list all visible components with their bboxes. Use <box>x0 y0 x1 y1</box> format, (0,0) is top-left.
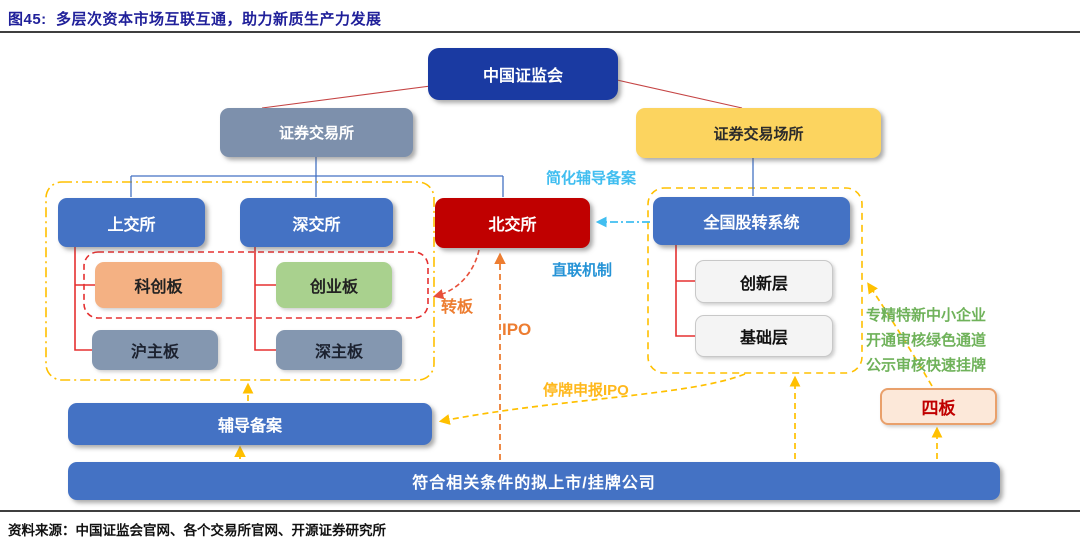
node-star-board: 科创板 <box>95 262 222 308</box>
edge-label-simplified-guidance-filing: 简化辅导备案 <box>546 170 637 187</box>
node-sh-main-board: 沪主板 <box>92 330 218 370</box>
group-border-exchange-boards <box>45 181 435 381</box>
edge-exchanges-tree <box>130 157 504 197</box>
node-csrc: 中国证监会 <box>428 48 618 100</box>
source-divider <box>0 510 1080 512</box>
node-fourth-board: 四板 <box>880 388 997 425</box>
edge-csrc-exchanges <box>261 83 447 109</box>
node-sz-main-board: 深主板 <box>276 330 402 370</box>
node-chinext-board: 创业板 <box>276 262 392 308</box>
title-divider <box>0 31 1080 33</box>
node-base-tier: 基础层 <box>695 315 833 357</box>
annotation-green-channel-line3: 公示审核快速挂牌 <box>866 357 987 374</box>
node-qualified-companies: 符合相关条件的拟上市/挂牌公司 <box>68 462 1000 500</box>
node-sse: 上交所 <box>58 198 205 247</box>
node-neeq: 全国股转系统 <box>653 197 850 245</box>
node-stock-exchanges: 证券交易所 <box>220 108 413 157</box>
edge-label-board-transfer: 转板 <box>441 299 474 316</box>
edge-sse-boards <box>74 247 95 351</box>
edge-label-direct-link-mechanism: 直联机制 <box>552 262 613 279</box>
node-bse: 北交所 <box>435 198 590 248</box>
group-border-neeq <box>647 187 863 374</box>
edge-neeq-guidance-suspend-ipo <box>438 373 746 425</box>
node-innovation-tier: 创新层 <box>695 260 833 303</box>
edge-label-suspend-and-apply-ipo: 停牌申报IPO <box>543 382 629 399</box>
annotation-green-channel: 专精特新中小企业 开通审核绿色通道 公示审核快速挂牌 <box>866 303 986 378</box>
node-guidance-filing: 辅导备案 <box>68 403 432 445</box>
node-szse: 深交所 <box>240 198 393 247</box>
edge-szse-boards <box>254 247 276 351</box>
annotation-green-channel-line2: 开通审核绿色通道 <box>866 332 987 349</box>
edge-csrc-venues <box>616 79 743 109</box>
edge-label-ipo: IPO <box>502 320 532 339</box>
edge-fourth-board-neeq-green-channel <box>867 282 933 387</box>
edge-neeq-tiers <box>675 245 695 337</box>
figure-title: 图45: 多层次资本市场互联互通，助力新质生产力发展 <box>8 11 382 28</box>
edge-bse-transfer <box>432 249 480 300</box>
annotation-green-channel-line1: 专精特新中小企业 <box>866 307 987 324</box>
figure-source: 资料来源：中国证监会官网、各个交易所官网、开源证券研究所 <box>8 523 386 538</box>
node-trading-venues: 证券交易场所 <box>636 108 881 158</box>
